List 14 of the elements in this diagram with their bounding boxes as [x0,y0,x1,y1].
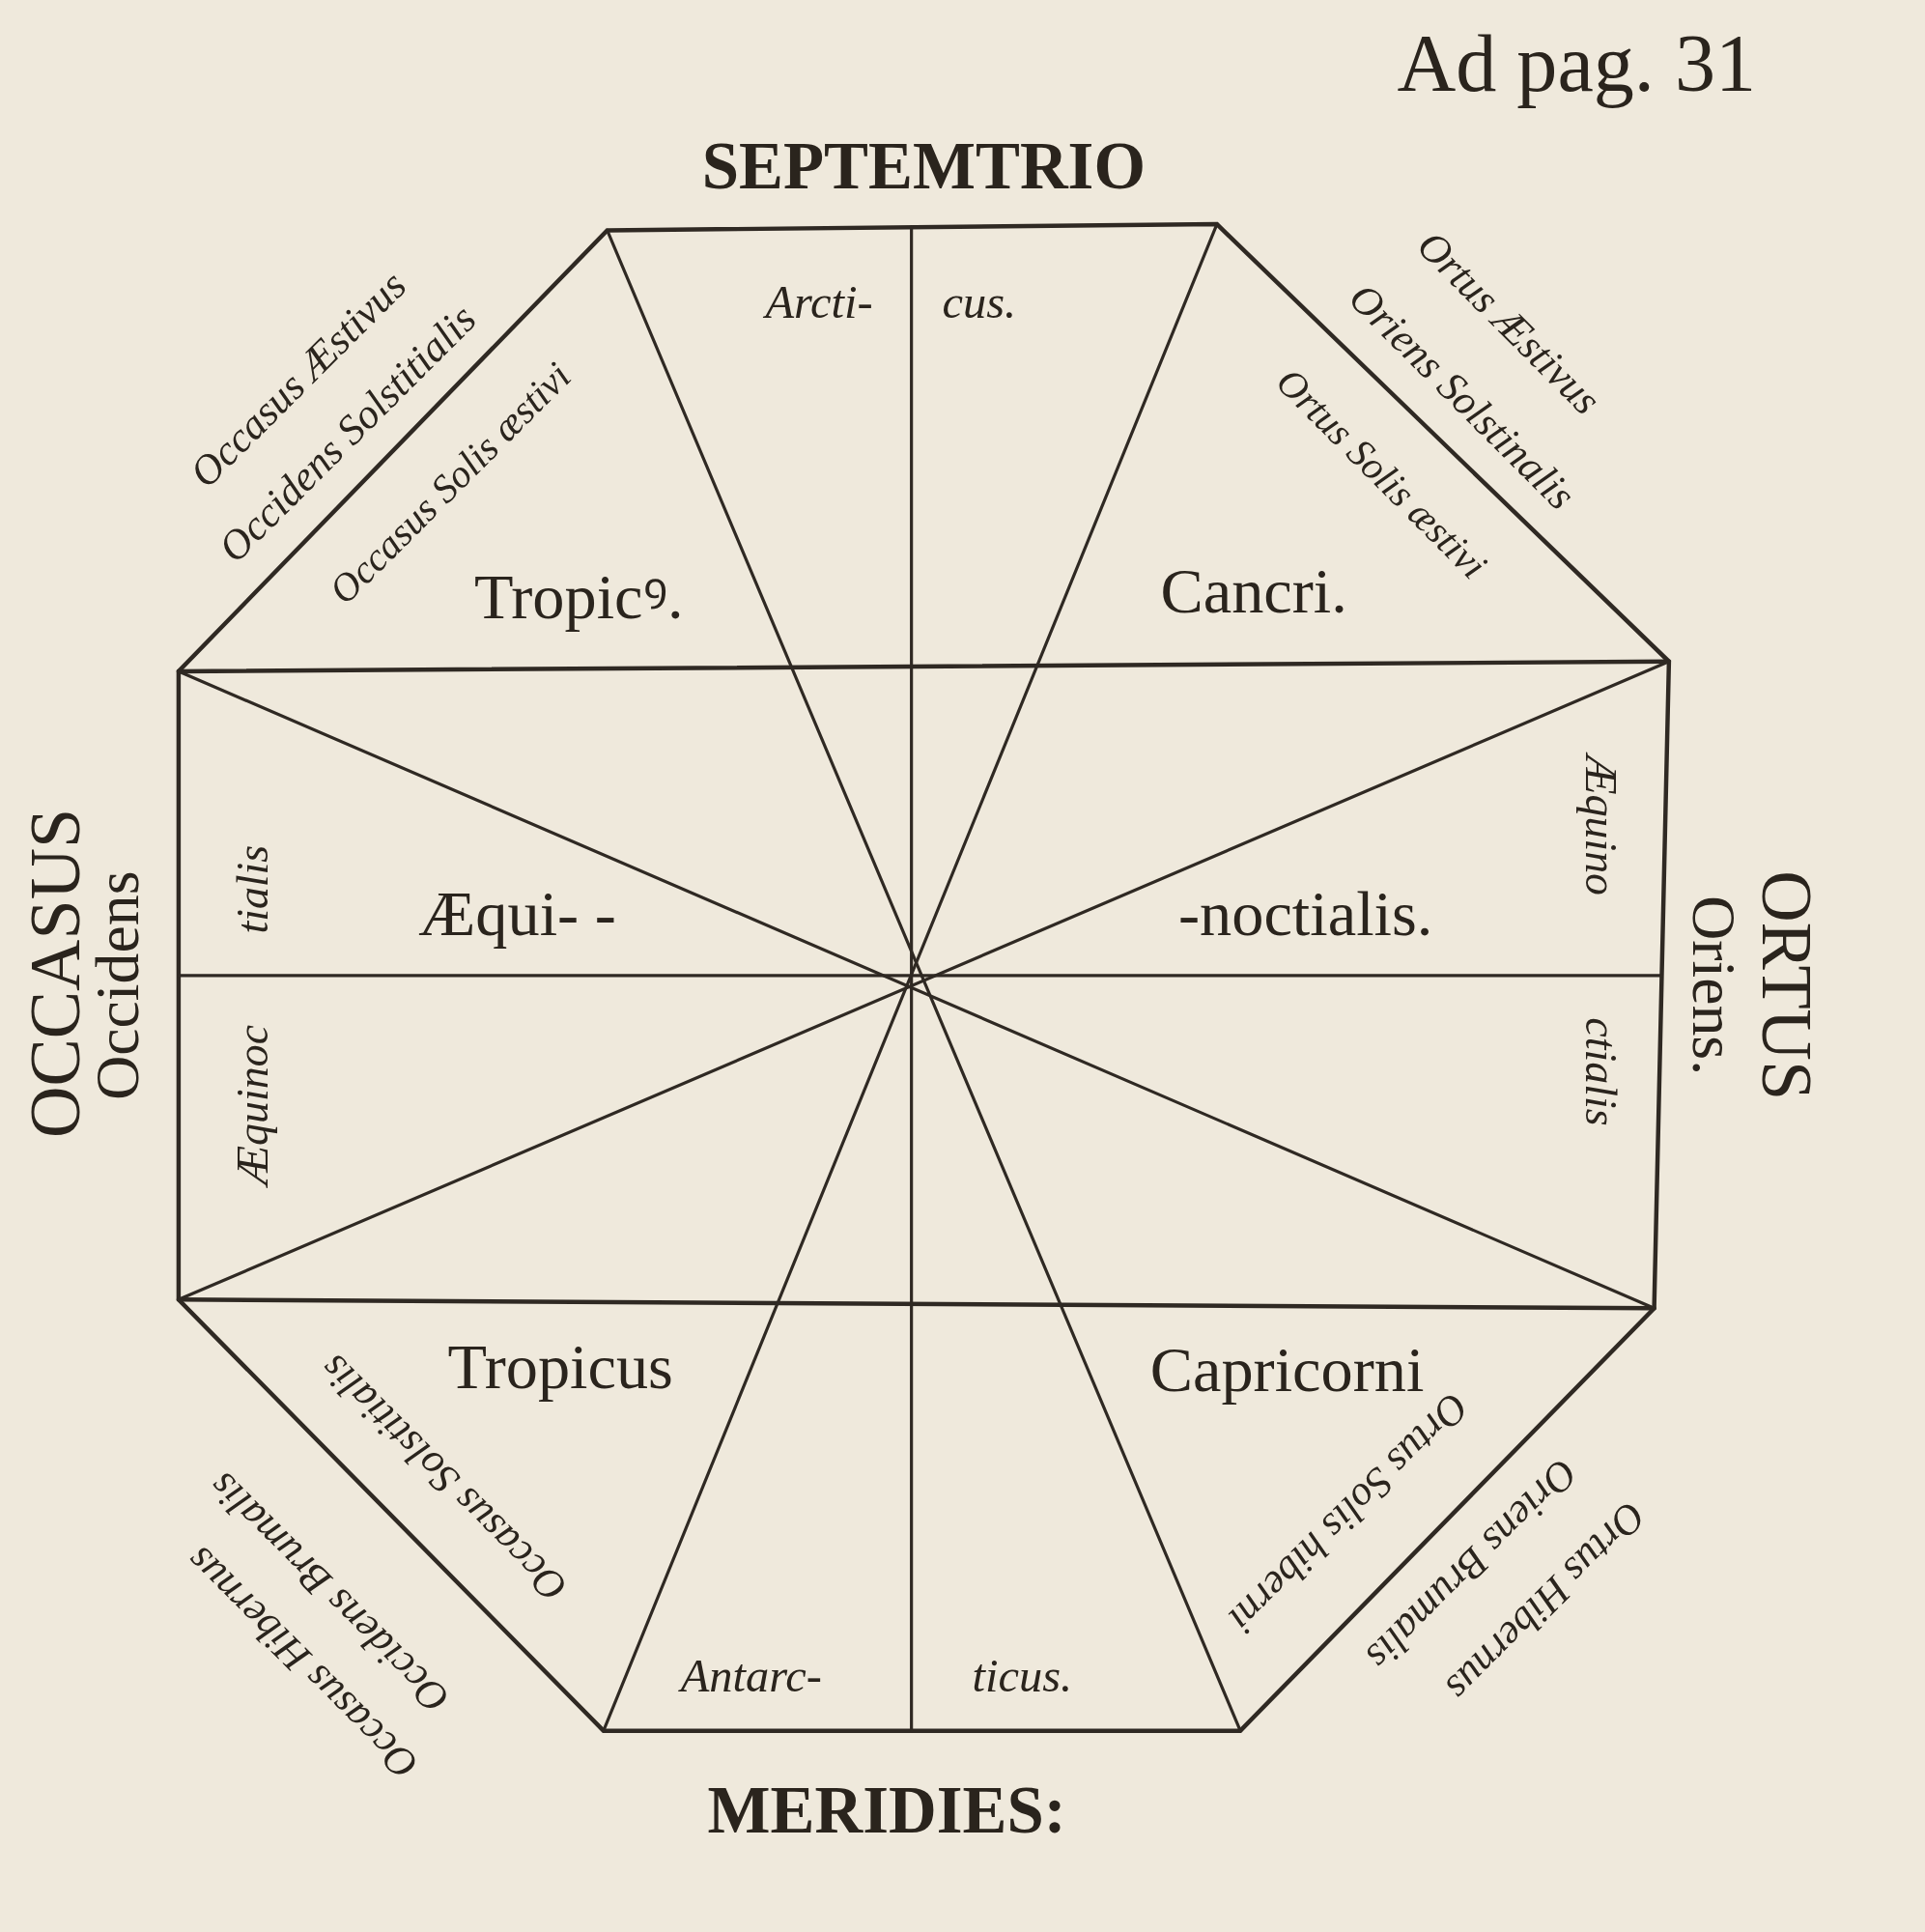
zone-label: -noctialis. [1178,882,1433,947]
direction-label: SEPTEMTRIO [701,132,1146,200]
inscription: cus. [942,278,1017,326]
zone-label: Æqui- - [418,882,616,947]
inscription: tialis [230,844,275,934]
zone-label: Tropicꝰ. [474,565,684,630]
direction-label: ORTUS [1750,870,1822,1101]
zone-label: Cancri. [1160,558,1347,624]
inscription: Antarc- [680,1652,822,1699]
direction-label: MERIDIES: [707,1777,1066,1844]
inscription: Arcti- [765,278,873,326]
inscription: ticus. [972,1652,1073,1699]
direction-label: Oriens. [1684,895,1745,1076]
inscription: ctialis [1578,1017,1624,1126]
